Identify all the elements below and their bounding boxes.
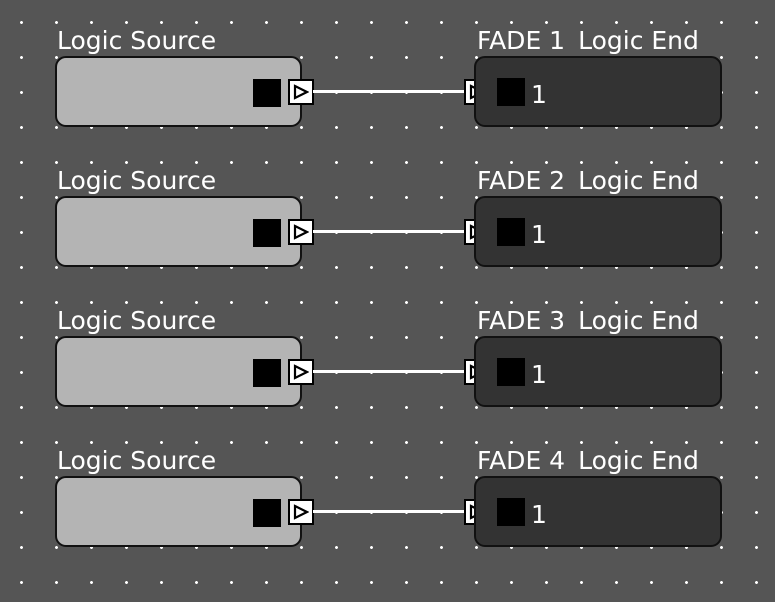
output-port[interactable] — [288, 499, 314, 525]
logic-end-indicator — [497, 358, 525, 386]
play-triangle-icon — [293, 224, 309, 240]
logic-source-label: Logic Source — [57, 166, 217, 195]
logic-end-name: FADE 1 — [477, 26, 566, 55]
logic-end-indicator — [497, 78, 525, 106]
logic-end-label: FADE 1 Logic End — [477, 26, 699, 56]
connection-wire[interactable] — [313, 90, 465, 93]
connection-wire[interactable] — [313, 510, 465, 513]
logic-end-type: Logic End — [578, 306, 699, 335]
play-triangle-icon — [293, 504, 309, 520]
logic-connection-row: Logic Source FADE 1 Logic End 1 — [0, 0, 775, 140]
logic-end-type: Logic End — [578, 26, 699, 55]
logic-end-label: FADE 3 Logic End — [477, 306, 699, 336]
logic-source-indicator — [253, 359, 281, 387]
output-port[interactable] — [288, 359, 314, 385]
logic-end-channel: 1 — [531, 500, 547, 529]
connection-wire[interactable] — [313, 370, 465, 373]
logic-source-indicator — [253, 219, 281, 247]
connection-wire[interactable] — [313, 230, 465, 233]
logic-end-label: FADE 2 Logic End — [477, 166, 699, 196]
logic-source-label: Logic Source — [57, 26, 217, 55]
logic-source-indicator — [253, 79, 281, 107]
logic-source-label: Logic Source — [57, 446, 217, 475]
logic-connection-row: Logic Source FADE 2 Logic End 1 — [0, 140, 775, 280]
logic-end-channel: 1 — [531, 220, 547, 249]
logic-end-label: FADE 4 Logic End — [477, 446, 699, 476]
logic-end-name: FADE 3 — [477, 306, 566, 335]
output-port[interactable] — [288, 219, 314, 245]
logic-source-label: Logic Source — [57, 306, 217, 335]
logic-end-channel: 1 — [531, 80, 547, 109]
logic-end-name: FADE 2 — [477, 166, 566, 195]
play-triangle-icon — [293, 364, 309, 380]
output-port[interactable] — [288, 79, 314, 105]
logic-end-name: FADE 4 — [477, 446, 566, 475]
logic-connection-row: Logic Source FADE 3 Logic End 1 — [0, 280, 775, 420]
logic-end-type: Logic End — [578, 446, 699, 475]
play-triangle-icon — [293, 84, 309, 100]
logic-end-channel: 1 — [531, 360, 547, 389]
logic-source-indicator — [253, 499, 281, 527]
logic-end-indicator — [497, 498, 525, 526]
logic-connection-row: Logic Source FADE 4 Logic End 1 — [0, 420, 775, 560]
logic-end-type: Logic End — [578, 166, 699, 195]
logic-end-indicator — [497, 218, 525, 246]
